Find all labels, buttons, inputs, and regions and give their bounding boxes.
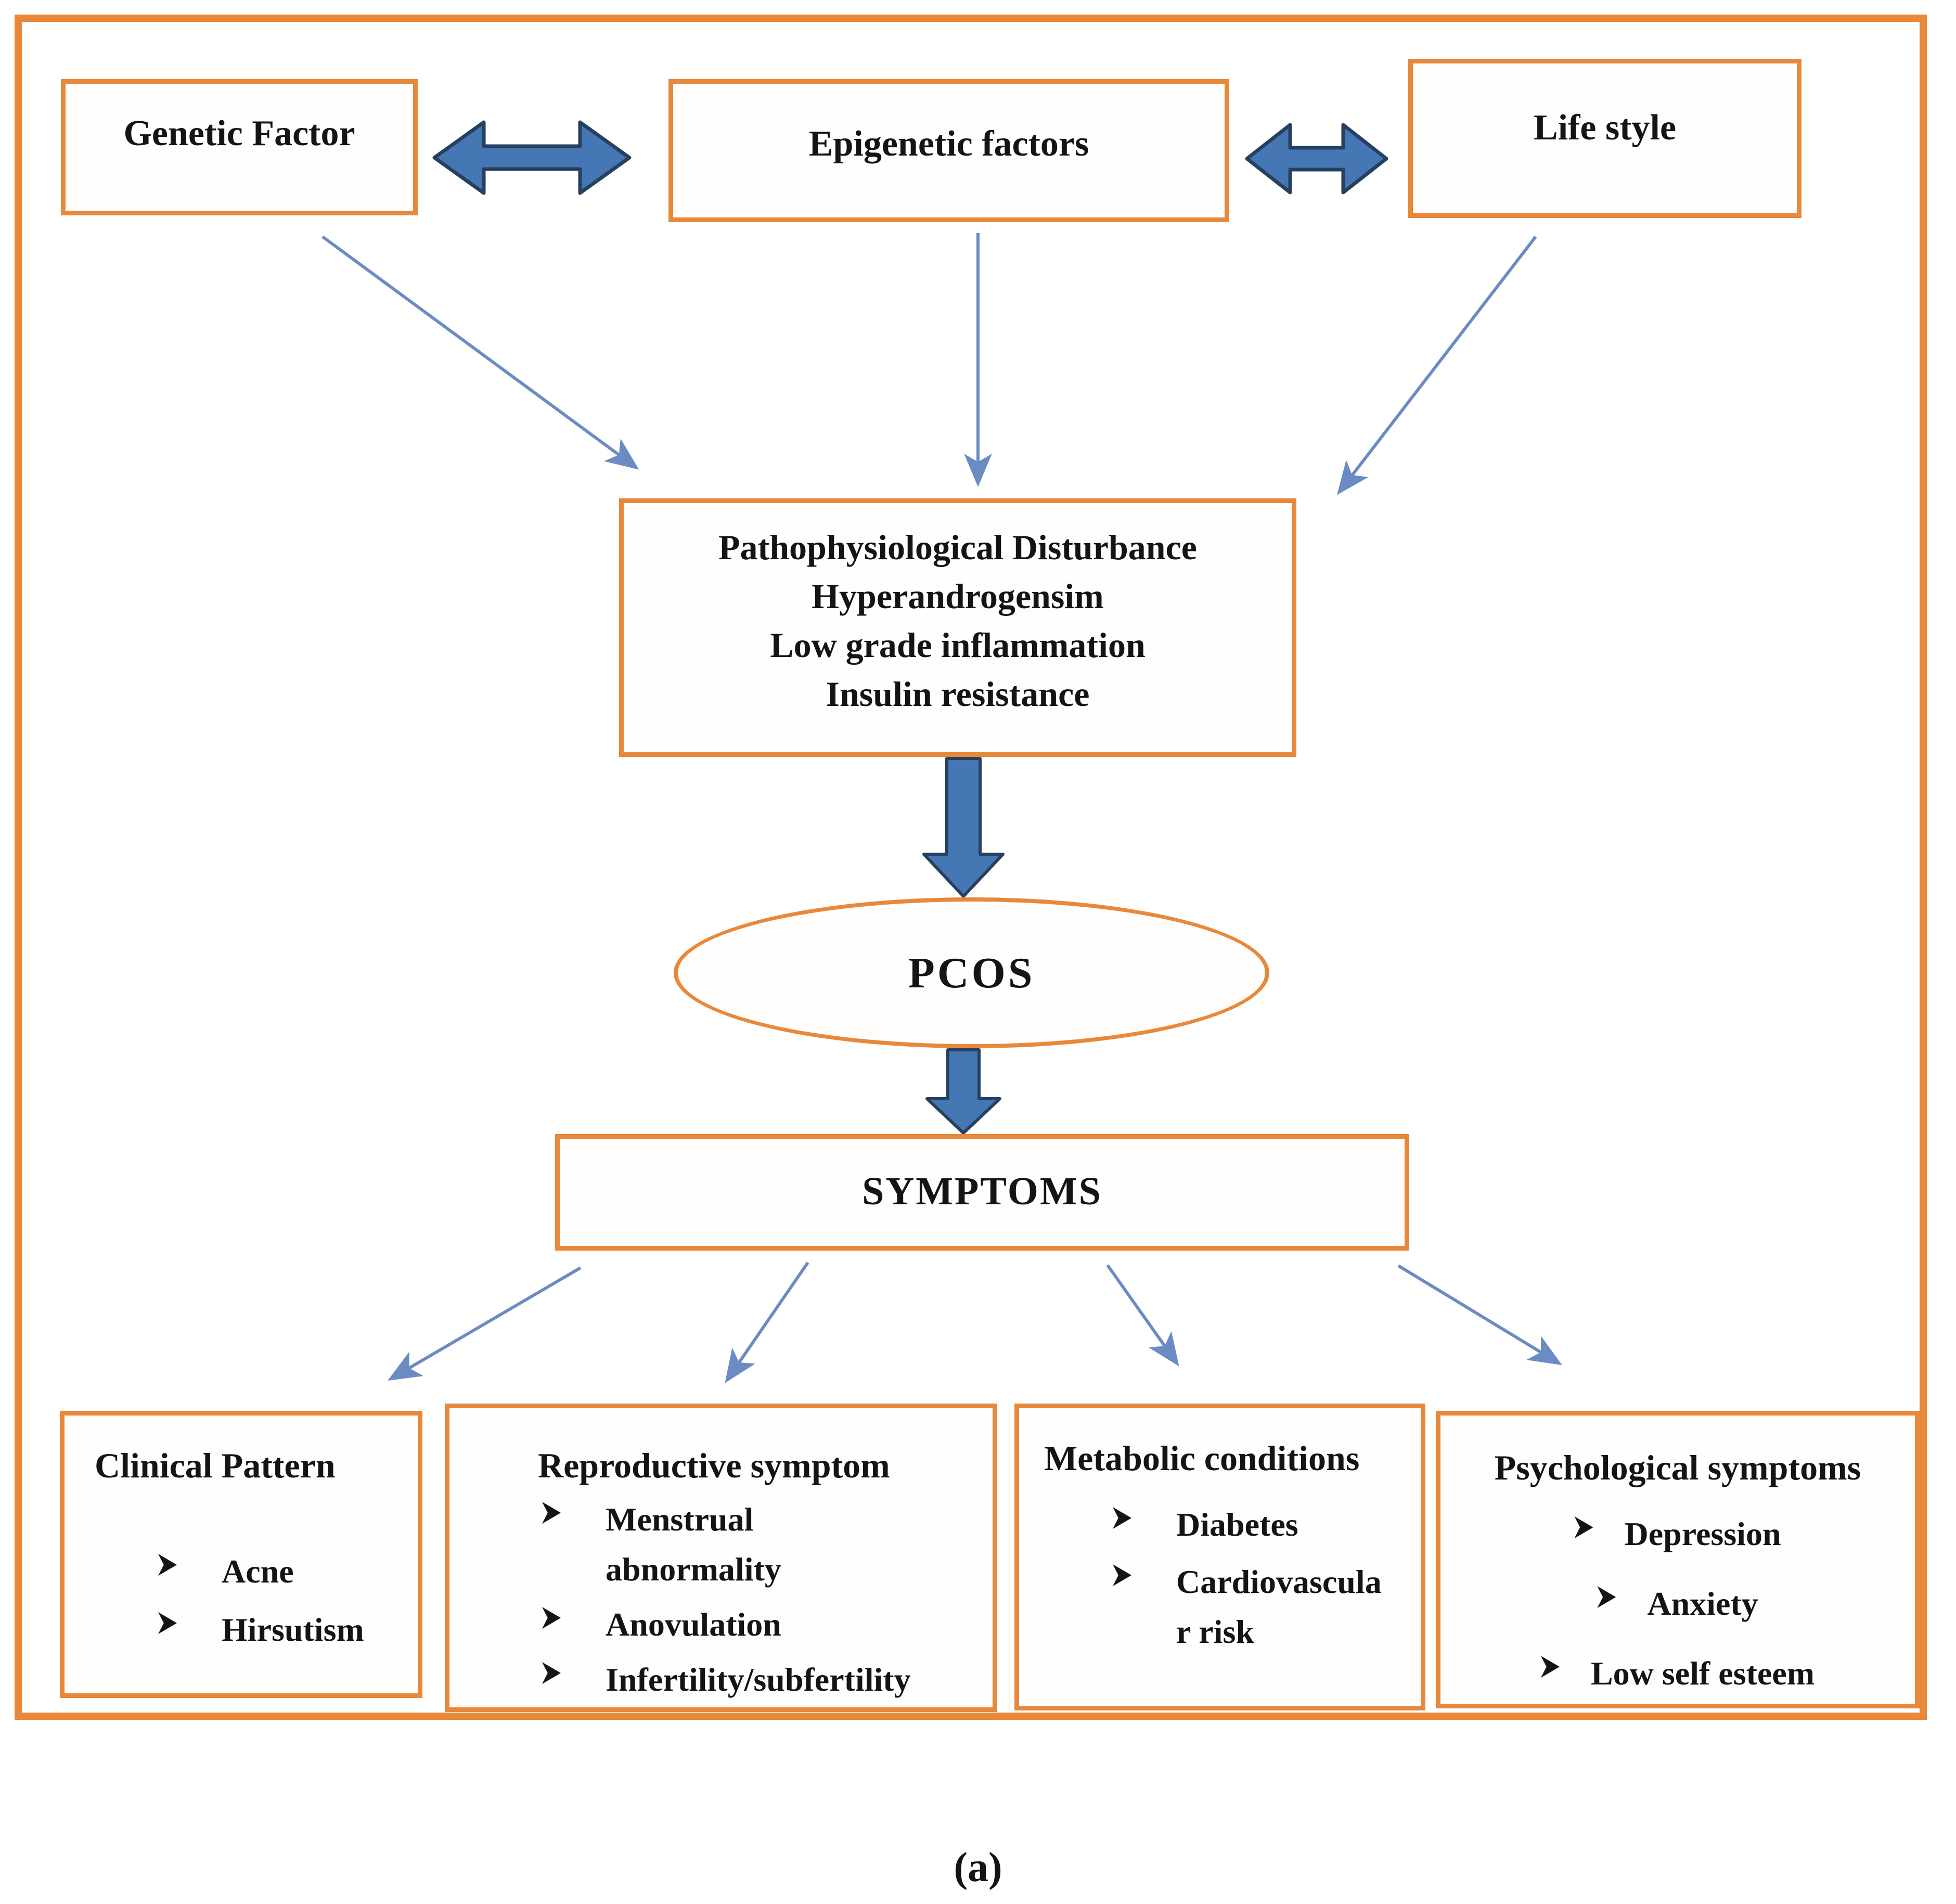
list-item-label: Menstrual abnormality [606, 1501, 781, 1588]
list-item-label: Diabetes [1176, 1506, 1298, 1543]
symptoms-box: SYMPTOMS [555, 1134, 1409, 1251]
list-item: Diabetes [1113, 1500, 1421, 1550]
list-item: Menstrual abnormality [542, 1495, 993, 1594]
arrow-bullet-icon [542, 1662, 561, 1684]
genetic-factor-box: Genetic Factor [61, 79, 418, 215]
list-item-label: Anovulation [606, 1606, 781, 1643]
psychological-symptoms-box: Psychological symptoms Depression Anxiet… [1436, 1411, 1920, 1708]
arrow-bullet-icon [1113, 1507, 1131, 1529]
list-item: Anovulation [542, 1600, 993, 1650]
psychological-symptoms-title: Psychological symptoms [1494, 1448, 1861, 1487]
arrow-bullet-icon [542, 1607, 561, 1629]
list-item: Hirsutism [158, 1605, 418, 1655]
pcos-ellipse: PCOS [674, 897, 1269, 1048]
diagram-outer-border [15, 15, 1927, 1720]
list-item: Depression [1574, 1509, 1781, 1559]
arrow-bullet-icon [1597, 1586, 1616, 1608]
reproductive-symptom-title: Reproductive symptom [538, 1446, 890, 1485]
symptoms-label: SYMPTOMS [862, 1169, 1102, 1213]
arrow-bullet-icon [158, 1554, 177, 1576]
list-item: Cardiovascular risk [1113, 1557, 1421, 1657]
list-item: Anxiety [1597, 1579, 1758, 1629]
arrow-bullet-icon [1113, 1564, 1131, 1586]
pathophysiology-line-1: Pathophysiological Disturbance [718, 528, 1197, 567]
pathophysiology-line-4: Insulin resistance [826, 674, 1090, 714]
pathophysiology-line-3: Low grade inflammation [770, 625, 1146, 665]
list-item: Low self esteem [1540, 1649, 1815, 1699]
life-style-label: Life style [1533, 108, 1677, 148]
figure-caption: (a) [954, 1845, 1002, 1890]
pcos-label: PCOS [908, 948, 1035, 997]
epigenetic-factors-label: Epigenetic factors [808, 124, 1089, 164]
pathophysiology-box: Pathophysiological Disturbance Hyperandr… [619, 498, 1296, 757]
genetic-factor-label: Genetic Factor [123, 113, 355, 153]
metabolic-conditions-box: Metabolic conditions Diabetes Cardiovasc… [1014, 1404, 1425, 1710]
arrow-bullet-icon [1574, 1516, 1593, 1538]
clinical-pattern-title: Clinical Pattern [95, 1446, 336, 1485]
clinical-pattern-box: Clinical Pattern Acne Hirsutism [60, 1411, 422, 1698]
list-item-label: Anxiety [1647, 1585, 1758, 1622]
list-item-label: Depression [1624, 1515, 1781, 1552]
metabolic-conditions-title: Metabolic conditions [1044, 1438, 1360, 1478]
pathophysiology-line-2: Hyperandrogensim [812, 576, 1104, 616]
arrow-bullet-icon [542, 1502, 561, 1524]
arrow-bullet-icon [1540, 1656, 1560, 1678]
list-item: Acne [158, 1547, 418, 1597]
life-style-box: Life style [1408, 59, 1801, 218]
list-item-label: Acne [222, 1553, 294, 1590]
list-item-label: Infertility/subfertility [606, 1661, 911, 1698]
arrow-bullet-icon [158, 1612, 177, 1634]
epigenetic-factors-box: Epigenetic factors [668, 79, 1229, 222]
list-item-label: Low self esteem [1590, 1655, 1815, 1692]
list-item-label: Hirsutism [222, 1611, 364, 1648]
list-item-label: Cardiovascular risk [1176, 1563, 1382, 1650]
list-item: Infertility/subfertility [542, 1655, 993, 1705]
reproductive-symptom-box: Reproductive symptom Menstrual abnormali… [445, 1404, 997, 1712]
